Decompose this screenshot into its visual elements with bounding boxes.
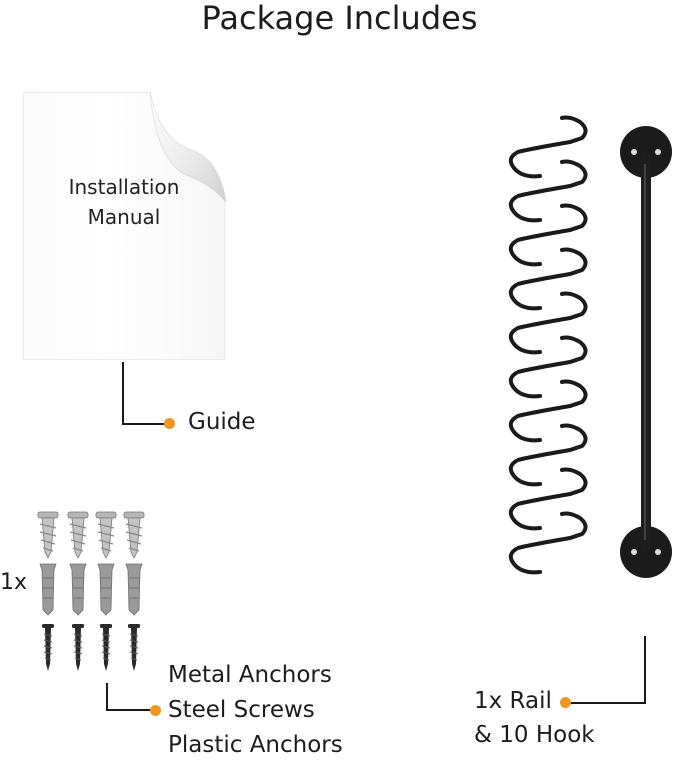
s-hook-icon: [508, 115, 588, 179]
plastic-anchor-icon: [125, 563, 143, 616]
screw-icon: [42, 624, 54, 671]
metal-anchor-icon: [95, 511, 117, 559]
s-hook-icon: [508, 159, 588, 223]
metal-anchors-label: Metal Anchors: [168, 662, 332, 688]
steel-screws: [42, 623, 141, 672]
guide-leader-vertical: [122, 362, 124, 425]
screw-icon: [127, 623, 141, 672]
guide-leader-horizontal: [122, 423, 168, 425]
page-curl-icon: [149, 91, 227, 203]
manual-label: Installation Manual: [23, 172, 225, 232]
page-title: Package Includes: [201, 0, 478, 37]
hardware-leader-horizontal: [106, 709, 154, 711]
guide-label: Guide: [188, 409, 256, 435]
s-hook-icon: [508, 379, 588, 443]
s-hook-icon: [508, 247, 588, 311]
s-hook-icon: [508, 423, 588, 487]
metal-anchor-icon: [37, 511, 59, 559]
plastic-anchors: [39, 563, 143, 616]
plastic-anchor-icon: [97, 563, 115, 616]
plastic-anchor-icon: [39, 563, 57, 616]
s-hook-icon: [508, 467, 588, 531]
rail-label-line-2: & 10 Hook: [474, 722, 595, 748]
plastic-anchors-label: Plastic Anchors: [168, 732, 343, 758]
manual-line-2: Manual: [87, 205, 161, 229]
hardware-leader-vertical: [106, 683, 108, 711]
s-hooks: [508, 115, 588, 575]
rail-icon: [620, 126, 672, 578]
s-hook-icon: [508, 291, 588, 355]
s-hook-icon: [508, 335, 588, 399]
screw-icon: [99, 623, 113, 672]
metal-anchors: [37, 511, 145, 559]
hardware-dot: [150, 705, 161, 716]
rail-leader-vertical: [644, 636, 646, 704]
guide-dot: [164, 418, 175, 429]
hardware-quantity: 1x: [0, 570, 28, 595]
steel-screws-label: Steel Screws: [168, 697, 315, 723]
s-hook-icon: [508, 511, 588, 575]
rail-leader-horizontal: [568, 702, 646, 704]
metal-anchor-icon: [123, 511, 145, 559]
screw-icon: [71, 623, 85, 672]
rail-label-line-1: 1x Rail: [474, 688, 552, 714]
manual-line-1: Installation: [68, 175, 180, 199]
s-hook-icon: [508, 203, 588, 267]
rail-dot: [560, 697, 571, 708]
plastic-anchor-icon: [69, 563, 87, 616]
metal-anchor-icon: [67, 511, 89, 559]
